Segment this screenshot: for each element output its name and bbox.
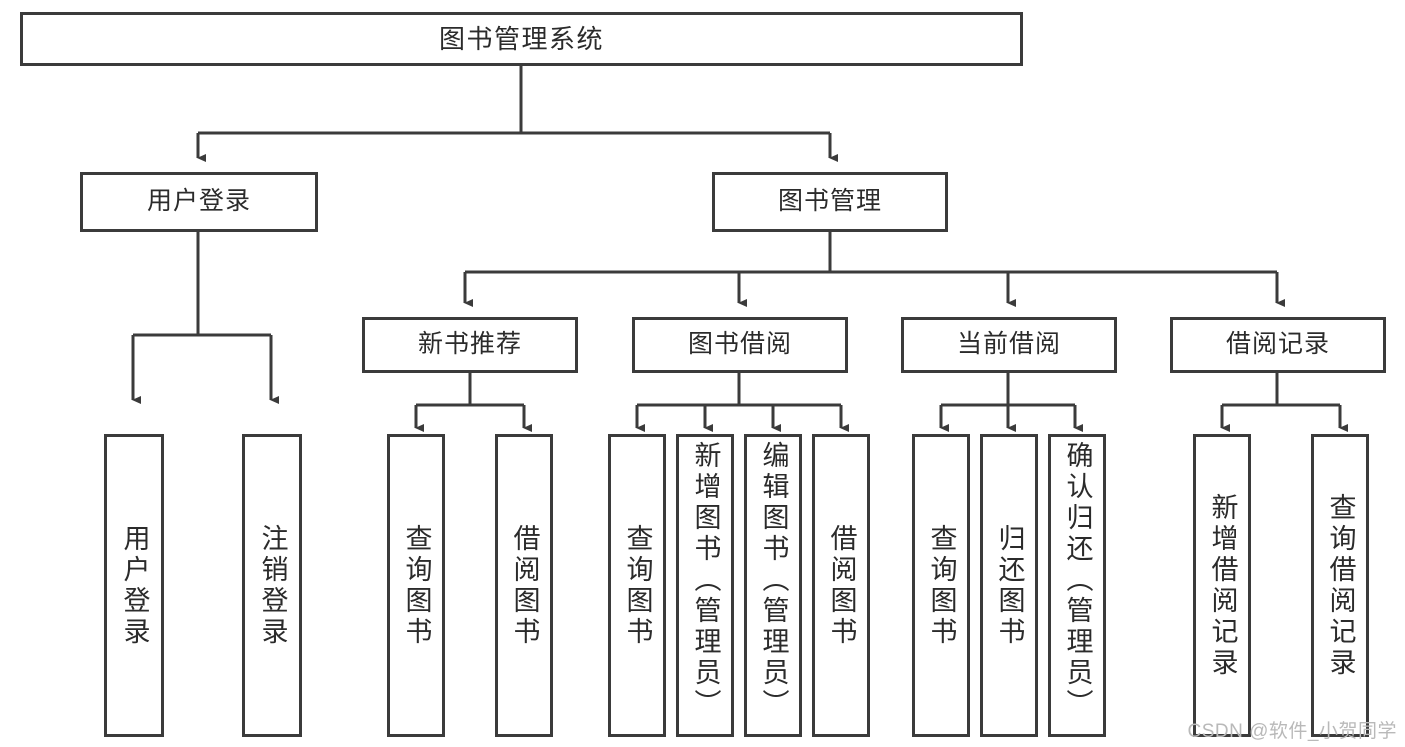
node-label: 新书推荐 [417, 330, 522, 359]
leaf-user-login[interactable]: 用户登录 [104, 434, 164, 737]
node-book-manage[interactable]: 图书管理 [712, 172, 948, 232]
node-current-borrow[interactable]: 当前借阅 [901, 317, 1117, 373]
node-book-borrow[interactable]: 图书借阅 [632, 317, 848, 373]
leaf-logout-login[interactable]: 注销登录 [242, 434, 302, 737]
csdn-watermark: CSDN @软件_小贺同学 [1187, 721, 1397, 742]
node-label: 查询借阅记录 [1325, 492, 1356, 679]
leaf-query-record[interactable]: 查询借阅记录 [1311, 434, 1369, 737]
node-label: 编辑图书（管理员） [758, 441, 789, 720]
node-label: 查询图书 [622, 523, 653, 648]
leaf-edit-book[interactable]: 编辑图书（管理员） [744, 434, 802, 737]
leaf-add-record[interactable]: 新增借阅记录 [1193, 434, 1251, 737]
node-label: 新增图书（管理员） [690, 441, 721, 720]
node-label: 借阅图书 [509, 523, 540, 648]
node-label: 图书借阅 [687, 330, 792, 359]
leaf-return-book[interactable]: 归还图书 [980, 434, 1038, 737]
leaf-borrow-book-2[interactable]: 借阅图书 [812, 434, 870, 737]
leaf-query-book-2[interactable]: 查询图书 [608, 434, 666, 737]
node-label: 注销登录 [257, 523, 288, 648]
node-root-system[interactable]: 图书管理系统 [20, 12, 1023, 66]
node-user-login[interactable]: 用户登录 [80, 172, 318, 232]
node-borrow-record[interactable]: 借阅记录 [1170, 317, 1386, 373]
node-label: 当前借阅 [956, 330, 1061, 359]
node-label: 归还图书 [994, 523, 1025, 648]
node-label: 图书管理 [777, 187, 882, 216]
node-new-book-recommend[interactable]: 新书推荐 [362, 317, 578, 373]
node-label: 查询图书 [926, 523, 957, 648]
leaf-borrow-book-1[interactable]: 借阅图书 [495, 434, 553, 737]
leaf-confirm-return[interactable]: 确认归还（管理员） [1048, 434, 1106, 737]
node-label: 用户登录 [119, 523, 150, 648]
node-label: 新增借阅记录 [1207, 492, 1238, 679]
node-label: 图书管理系统 [438, 23, 604, 54]
node-label: 查询图书 [401, 523, 432, 648]
leaf-add-book[interactable]: 新增图书（管理员） [676, 434, 734, 737]
leaf-query-book-1[interactable]: 查询图书 [387, 434, 445, 737]
node-label: 用户登录 [146, 187, 251, 216]
node-label: 借阅图书 [826, 523, 857, 648]
leaf-query-book-3[interactable]: 查询图书 [912, 434, 970, 737]
node-label: 借阅记录 [1225, 330, 1330, 359]
node-label: 确认归还（管理员） [1062, 441, 1093, 720]
